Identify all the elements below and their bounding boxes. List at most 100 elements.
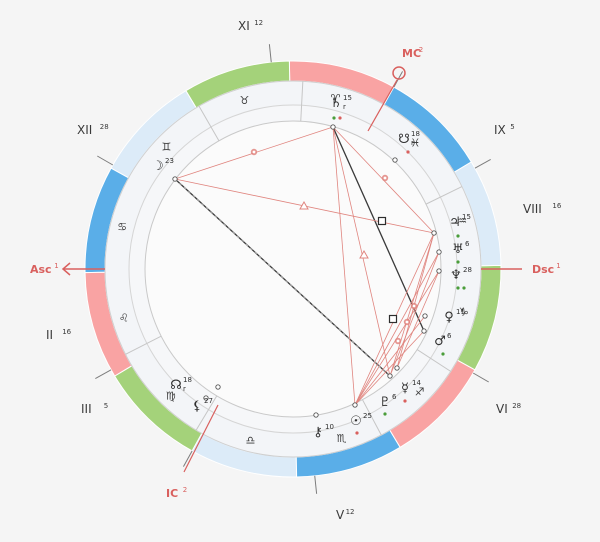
house-label-iii: III xyxy=(81,402,92,416)
angle-degree-ic: 2 xyxy=(183,486,187,494)
aspect-lines xyxy=(174,126,440,406)
sun-icon[interactable]: ☉ xyxy=(350,414,362,429)
house-cusp xyxy=(198,105,220,142)
angle-label-ic: IC xyxy=(166,487,178,500)
saturn-icon[interactable]: ♄ xyxy=(330,96,342,111)
house-label-viii: VIII xyxy=(523,202,542,216)
planet-point-pluto xyxy=(387,373,393,379)
planet-point-neptune xyxy=(436,268,442,274)
dignity-dot xyxy=(456,260,460,264)
planet-degree-neptune: 28 xyxy=(463,266,472,274)
zodiac-sign-ring xyxy=(84,60,502,478)
planet-degree-uranus: 6 xyxy=(465,240,470,248)
planet-degree-venus: 11 xyxy=(456,308,465,316)
house-label-xi: XI xyxy=(238,19,250,33)
angle-label-asc: Asc xyxy=(30,263,52,276)
mercury-icon[interactable]: ☿ xyxy=(401,381,409,396)
house-cusp xyxy=(416,349,451,372)
aspect-symbol-square xyxy=(377,216,387,226)
jupiter-icon[interactable]: ♃ xyxy=(449,215,461,230)
house-degree-xii: 28 xyxy=(100,123,109,131)
angle-axis-lines xyxy=(61,66,522,473)
neptune-icon[interactable]: ♆ xyxy=(450,268,462,283)
planet-degree-mars: 6 xyxy=(447,332,452,340)
dignity-dot xyxy=(406,150,410,154)
house-label-ix: IX xyxy=(494,123,506,137)
planet-degree-lilith: 27 xyxy=(204,397,213,405)
venus-icon[interactable]: ♀ xyxy=(444,310,454,325)
aspect-line xyxy=(332,126,391,377)
sign-glyph-scorpio: ♏ xyxy=(337,432,347,445)
planet-degree-north-node: 18 xyxy=(183,376,192,384)
house-degree-v: 12 xyxy=(346,508,355,516)
house-cusp xyxy=(425,186,463,205)
aspect-line xyxy=(389,251,440,377)
house-degree-vi: 28 xyxy=(512,402,521,410)
house-cusp-tick xyxy=(472,372,489,383)
aspect-circle xyxy=(144,120,442,418)
sign-glyph-virgo: ♍ xyxy=(166,390,176,403)
sign-glyph-pisces: ♓ xyxy=(410,136,420,149)
house-cusp-tick xyxy=(95,369,112,380)
angle-degree-mc: 2 xyxy=(419,46,423,54)
planet-point-north-node xyxy=(215,384,221,390)
aspect-symbol-square xyxy=(388,314,398,324)
house-degree-xi: 12 xyxy=(254,19,263,27)
sign-glyph-capricorn: ♑ xyxy=(459,306,469,319)
aspect-line-saturn-mars xyxy=(332,126,425,332)
retrograde-mark-saturn: r xyxy=(343,103,346,111)
house-cusp-tick xyxy=(474,158,491,169)
house-cusp-tick xyxy=(97,155,114,166)
moon-icon[interactable]: ☽ xyxy=(152,159,164,174)
dignity-dot xyxy=(355,431,359,435)
mars-icon[interactable]: ♂ xyxy=(434,334,446,349)
house-label-xii: XII xyxy=(77,123,92,137)
aspect-line-minor xyxy=(174,178,391,377)
north-node-icon[interactable]: ☊ xyxy=(170,378,182,393)
house-label-v: V xyxy=(336,508,345,522)
aspect-symbol-sextile-center xyxy=(412,304,416,308)
retrograde-mark-north-node: r xyxy=(183,385,186,393)
lilith-icon[interactable]: ⚸ xyxy=(192,399,202,414)
house-cusp-tick xyxy=(182,450,193,467)
dignity-dot xyxy=(332,116,336,120)
dignity-dot xyxy=(456,234,460,238)
sign-glyph-sagittarius: ♐ xyxy=(415,385,425,398)
house-cusp-lines xyxy=(95,44,491,494)
ic-line xyxy=(183,404,219,473)
aspect-symbol-sextile-center xyxy=(396,339,400,343)
planet-point-mars xyxy=(421,328,427,334)
sign-glyph-cancer: ♋ xyxy=(117,220,127,233)
aspect-symbol-trine xyxy=(299,200,309,210)
dignity-dot xyxy=(383,412,387,416)
chiron-icon[interactable]: ⚷ xyxy=(313,425,323,440)
planet-point-saturn xyxy=(330,124,336,130)
dignity-dot xyxy=(456,286,460,290)
planet-degree-south-node: 18 xyxy=(411,130,420,138)
house-degree-ii: 16 xyxy=(62,328,71,336)
planet-markers: ♄15r☋18r☽23♃15♅6♆28♀11♂6☿14♇6☉25⚷10☊18r⚸… xyxy=(152,94,472,440)
house-cusp-tick xyxy=(314,475,318,494)
dignity-dot xyxy=(338,116,342,120)
angle-label-mc: MC xyxy=(402,47,421,60)
dignity-dot xyxy=(462,286,466,290)
dignity-dot xyxy=(441,352,445,356)
south-node-icon[interactable]: ☋ xyxy=(398,132,410,147)
aspect-line xyxy=(332,126,356,406)
planet-point-venus xyxy=(422,313,428,319)
pluto-icon[interactable]: ♇ xyxy=(379,395,391,410)
house-degree-ix: 5 xyxy=(510,123,514,131)
planet-point-jupiter xyxy=(431,230,437,236)
aspect-line xyxy=(396,270,440,369)
planet-point-moon xyxy=(172,176,178,182)
asc-arrow xyxy=(61,262,71,276)
sign-glyphs: ♈♉♊♋♌♍♎♏♐♑♒♓ xyxy=(117,92,468,447)
planet-point-lilith xyxy=(203,395,209,401)
planet-degree-jupiter: 15 xyxy=(462,213,471,221)
aspect-symbol-sextile-center xyxy=(383,176,387,180)
uranus-icon[interactable]: ♅ xyxy=(452,242,464,257)
aspect-symbol-sextile-center xyxy=(405,320,409,324)
sign-glyph-aquarius: ♒ xyxy=(457,214,467,227)
house-cusp xyxy=(300,81,304,122)
